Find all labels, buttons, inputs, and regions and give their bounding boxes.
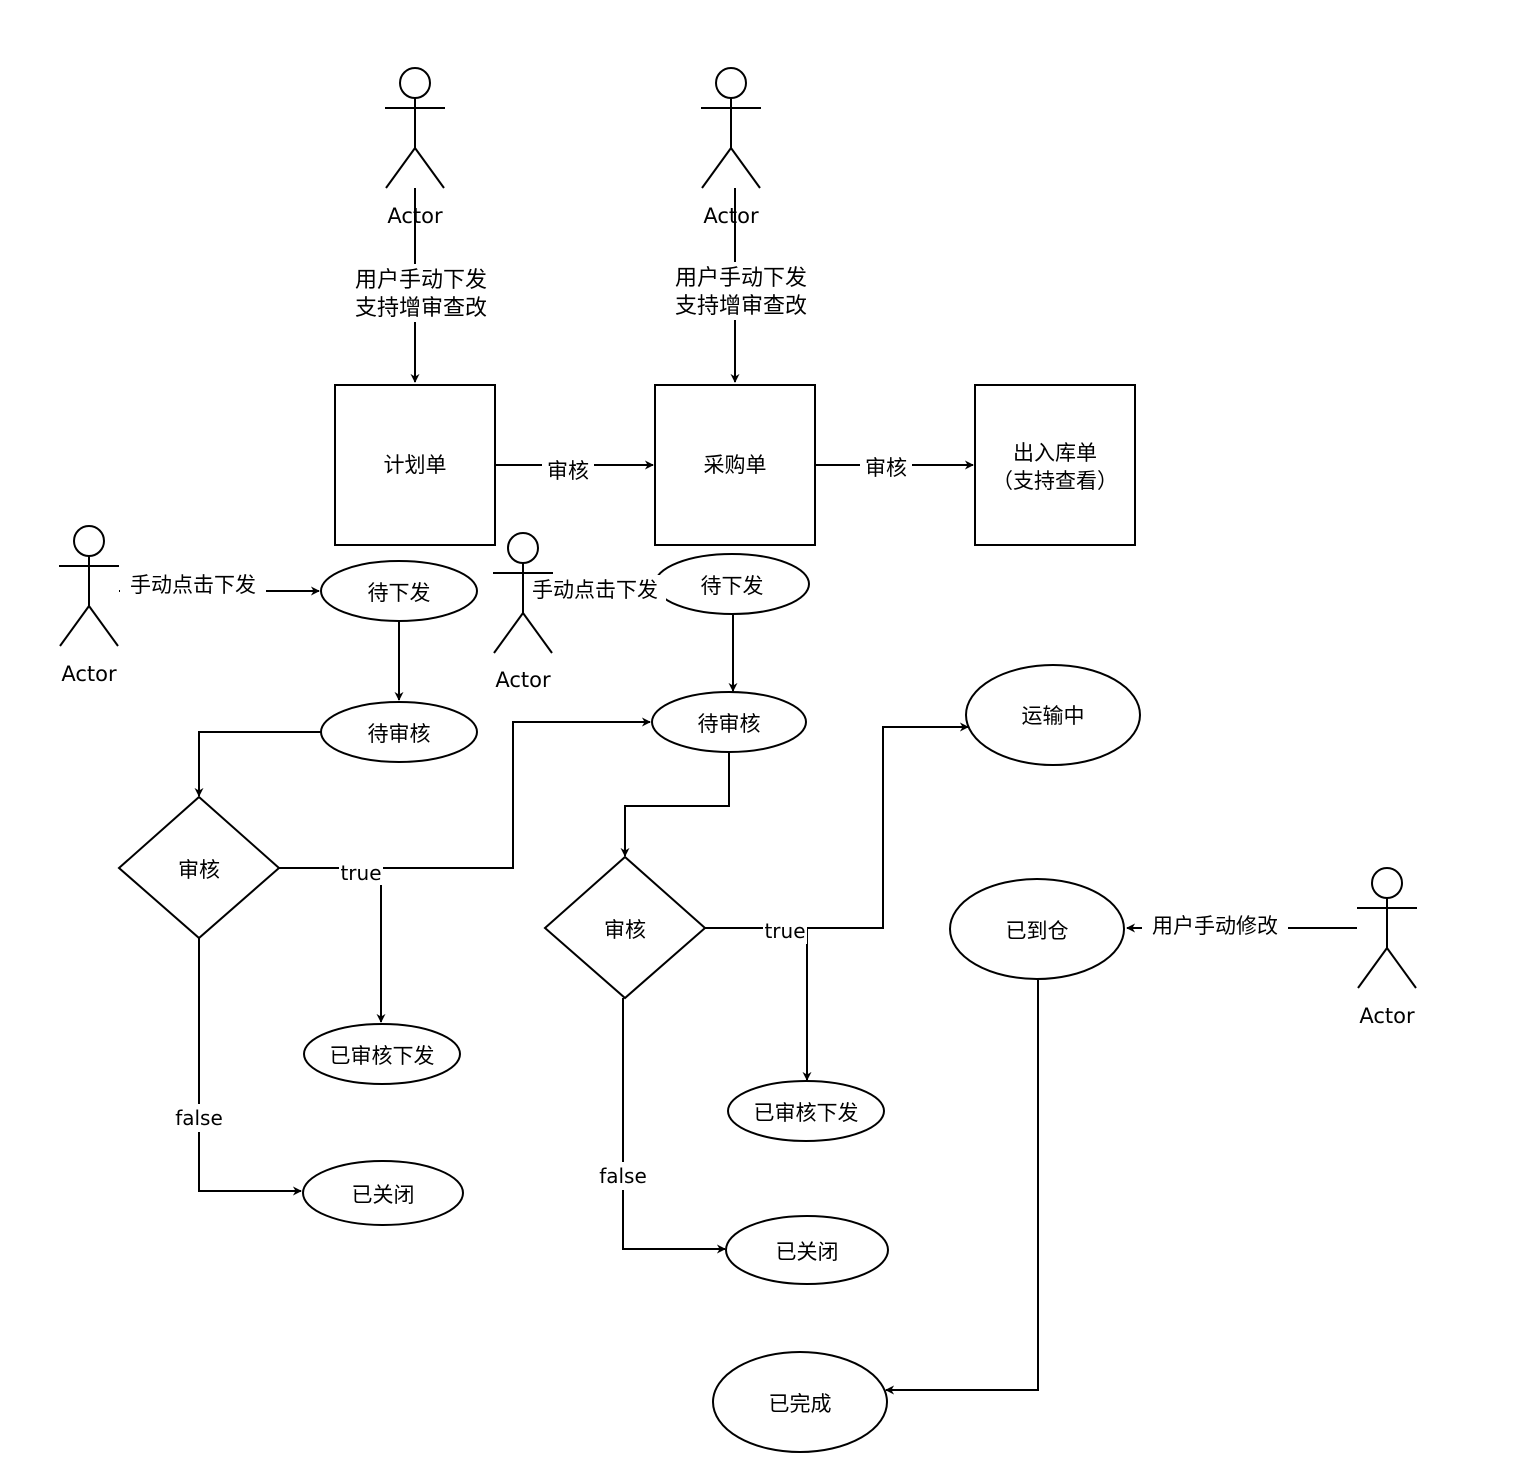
edge-label-true-1: true <box>340 861 381 885</box>
edge-label-false-1: false <box>175 1106 223 1130</box>
edge-label-true-2: true <box>764 919 805 943</box>
edge-label-user-modify: 用户手动修改 <box>1152 914 1278 938</box>
edge-label-user-send-2-line1: 用户手动下发 <box>675 266 807 291</box>
actor-top-middle-label: Actor <box>703 204 759 228</box>
in-transit-label: 运输中 <box>1022 704 1085 728</box>
plan-reviewed-sent-state: 已审核下发 <box>303 1023 461 1085</box>
plan-pending-send-state: 待下发 <box>320 560 478 622</box>
purchase-pending-send-state: 待下发 <box>654 553 810 615</box>
plan-pending-review-label: 待审核 <box>368 722 431 746</box>
purchase-box: 采购单 <box>654 384 816 546</box>
edge-label-user-send-1-line1: 用户手动下发 <box>355 268 487 293</box>
purchase-reviewed-sent-state: 已审核下发 <box>727 1080 885 1142</box>
purchase-pending-review-label: 待审核 <box>698 712 761 736</box>
plan-review-decision: 审核 <box>117 795 281 940</box>
edge-label-manual-click-1: 手动点击下发 <box>130 573 256 597</box>
actor-right <box>1357 867 1417 989</box>
actor-top-left <box>385 67 445 189</box>
plan-box-label: 计划单 <box>384 453 447 477</box>
edge-label-purchase-to-inout: 审核 <box>865 456 907 480</box>
arrived-label: 已到仓 <box>1006 919 1069 943</box>
actor-center <box>493 532 553 654</box>
plan-review-decision-label: 审核 <box>178 858 220 882</box>
purchase-review-decision: 审核 <box>543 855 707 1000</box>
actor-top-left-label: Actor <box>387 204 443 228</box>
plan-reviewed-sent-label: 已审核下发 <box>330 1044 435 1068</box>
completed-state: 已完成 <box>712 1351 888 1453</box>
purchase-reviewed-sent-label: 已审核下发 <box>754 1101 859 1125</box>
actor-center-label: Actor <box>495 668 551 692</box>
actor-left <box>59 525 119 647</box>
plan-pending-review-state: 待审核 <box>320 701 478 763</box>
purchase-closed-label: 已关闭 <box>776 1240 839 1264</box>
purchase-pending-review-state: 待审核 <box>651 691 807 753</box>
actor-left-label: Actor <box>61 662 117 686</box>
completed-label: 已完成 <box>769 1392 832 1416</box>
plan-closed-state: 已关闭 <box>302 1160 464 1226</box>
inout-box-label-line2: （支持查看） <box>992 469 1118 493</box>
actor-right-label: Actor <box>1359 1004 1415 1028</box>
edge-plan-true-to-purchase-review <box>279 717 651 869</box>
edge-plan-false-to-closed <box>198 938 302 1196</box>
purchase-pending-send-label: 待下发 <box>701 574 764 598</box>
purchase-closed-state: 已关闭 <box>725 1215 889 1285</box>
edge-label-false-2: false <box>599 1164 647 1188</box>
purchase-box-label: 采购单 <box>704 453 767 477</box>
edge-purchase-true-to-transit <box>705 722 969 929</box>
edge-plan-review-to-decision <box>194 731 321 797</box>
purchase-review-decision-label: 审核 <box>604 918 646 942</box>
arrived-state: 已到仓 <box>949 878 1125 980</box>
plan-box: 计划单 <box>334 384 496 546</box>
edge-arrived-to-completed <box>885 980 1039 1395</box>
plan-closed-label: 已关闭 <box>352 1183 415 1207</box>
actor-top-middle <box>701 67 761 189</box>
plan-pending-send-label: 待下发 <box>368 581 431 605</box>
edge-purchase-false-to-closed <box>622 998 726 1254</box>
edge-label-manual-click-2: 手动点击下发 <box>532 578 658 602</box>
edge-purchase-review-to-decision <box>620 752 730 857</box>
inout-box-label-line1: 出入库单 <box>1013 441 1097 465</box>
edge-label-plan-to-purchase: 审核 <box>547 459 589 483</box>
inout-box: 出入库单 （支持查看） <box>974 384 1136 546</box>
edge-label-user-send-2-line2: 支持增审查改 <box>675 294 807 319</box>
in-transit-state: 运输中 <box>965 664 1141 766</box>
edge-label-user-send-1-line2: 支持增审查改 <box>355 296 487 321</box>
